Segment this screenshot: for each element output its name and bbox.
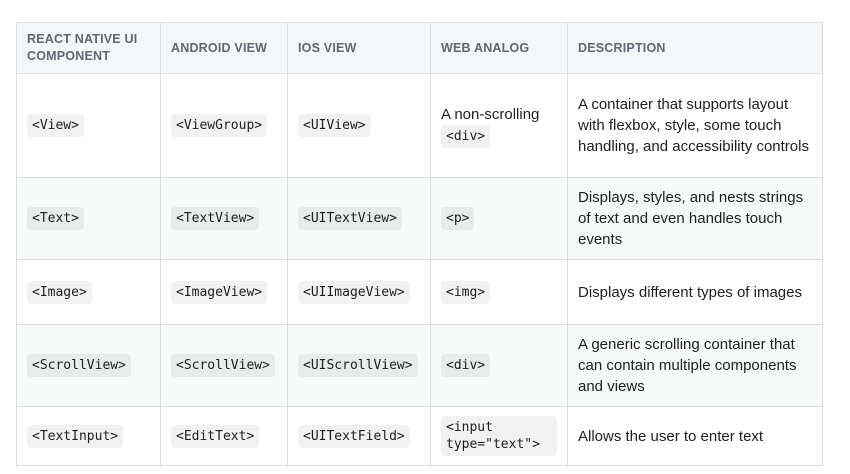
header-cell-description: DESCRIPTION	[567, 22, 823, 74]
component-cell: <ScrollView>	[16, 324, 161, 407]
description-cell: A generic scrolling container that can c…	[567, 324, 823, 407]
inline-code: <div>	[441, 354, 491, 377]
web-analog-cell: <div>	[430, 324, 568, 407]
inline-code: <UITextField>	[298, 424, 410, 448]
description-cell: Displays different types of images	[567, 259, 823, 325]
ios-view-cell: <UIImageView>	[287, 259, 431, 325]
inline-code: <Image>	[27, 280, 92, 304]
table-row-text: <Text> <TextView> <UITextView> <p> Displ…	[16, 177, 823, 260]
header-cell-android-view: ANDROID VIEW	[160, 22, 288, 74]
inline-code: <ImageView>	[171, 280, 268, 304]
component-cell: <Text>	[16, 177, 161, 260]
core-components-table-container: REACT NATIVE UI COMPONENT ANDROID VIEW I…	[16, 22, 823, 466]
header-cell-web-analog: WEB ANALOG	[430, 22, 568, 74]
inline-code: <div>	[441, 124, 491, 148]
web-analog-cell: A non-scrolling <div>	[430, 73, 568, 178]
inline-code: <View>	[27, 114, 84, 137]
ios-view-cell: <UITextView>	[287, 177, 431, 260]
ios-view-cell: <UIView>	[287, 73, 431, 178]
component-cell: <Image>	[16, 259, 161, 325]
inline-code: <img>	[441, 280, 491, 304]
inline-code: <EditText>	[171, 424, 260, 448]
android-view-cell: <ViewGroup>	[160, 73, 288, 178]
component-cell: <TextInput>	[16, 406, 161, 466]
inline-code: <ScrollView>	[27, 354, 131, 377]
inline-code: <ViewGroup>	[171, 114, 268, 137]
table-row-scrollview: <ScrollView> <ScrollView> <UIScrollView>…	[16, 324, 823, 407]
description-cell: Displays, styles, and nests strings of t…	[567, 177, 823, 260]
table-row-image: <Image> <ImageView> <UIImageView> <img> …	[16, 259, 823, 325]
android-view-cell: <ScrollView>	[160, 324, 288, 407]
inline-code: <input type="text">	[441, 416, 557, 456]
core-components-table: REACT NATIVE UI COMPONENT ANDROID VIEW I…	[16, 22, 823, 466]
inline-code: <UITextView>	[298, 207, 402, 230]
android-view-cell: <EditText>	[160, 406, 288, 466]
web-analog-cell: <img>	[430, 259, 568, 325]
description-cell: Allows the user to enter text	[567, 406, 823, 466]
inline-code: <Text>	[27, 207, 84, 230]
inline-code: <UIView>	[298, 114, 371, 137]
header-cell-react-native-ui-component: REACT NATIVE UI COMPONENT	[16, 22, 161, 74]
inline-code: <TextInput>	[27, 424, 124, 448]
inline-code: <ScrollView>	[171, 354, 275, 377]
android-view-cell: <TextView>	[160, 177, 288, 260]
inline-code: <p>	[441, 207, 475, 230]
table-row-textinput: <TextInput> <EditText> <UITextField> <in…	[16, 406, 823, 466]
ios-view-cell: <UITextField>	[287, 406, 431, 466]
ios-view-cell: <UIScrollView>	[287, 324, 431, 407]
inline-code: <TextView>	[171, 207, 260, 230]
description-cell: A container that supports layout with fl…	[567, 73, 823, 178]
web-analog-cell: <p>	[430, 177, 568, 260]
web-analog-text: A non-scrolling	[441, 105, 540, 123]
header-cell-ios-view: IOS VIEW	[287, 22, 431, 74]
inline-code: <UIScrollView>	[298, 354, 418, 377]
component-cell: <View>	[16, 73, 161, 178]
android-view-cell: <ImageView>	[160, 259, 288, 325]
table-header-row: REACT NATIVE UI COMPONENT ANDROID VIEW I…	[16, 22, 823, 74]
inline-code: <UIImageView>	[298, 280, 410, 304]
table-row-view: <View> <ViewGroup> <UIView> A non-scroll…	[16, 73, 823, 178]
web-analog-cell: <input type="text">	[430, 406, 568, 466]
